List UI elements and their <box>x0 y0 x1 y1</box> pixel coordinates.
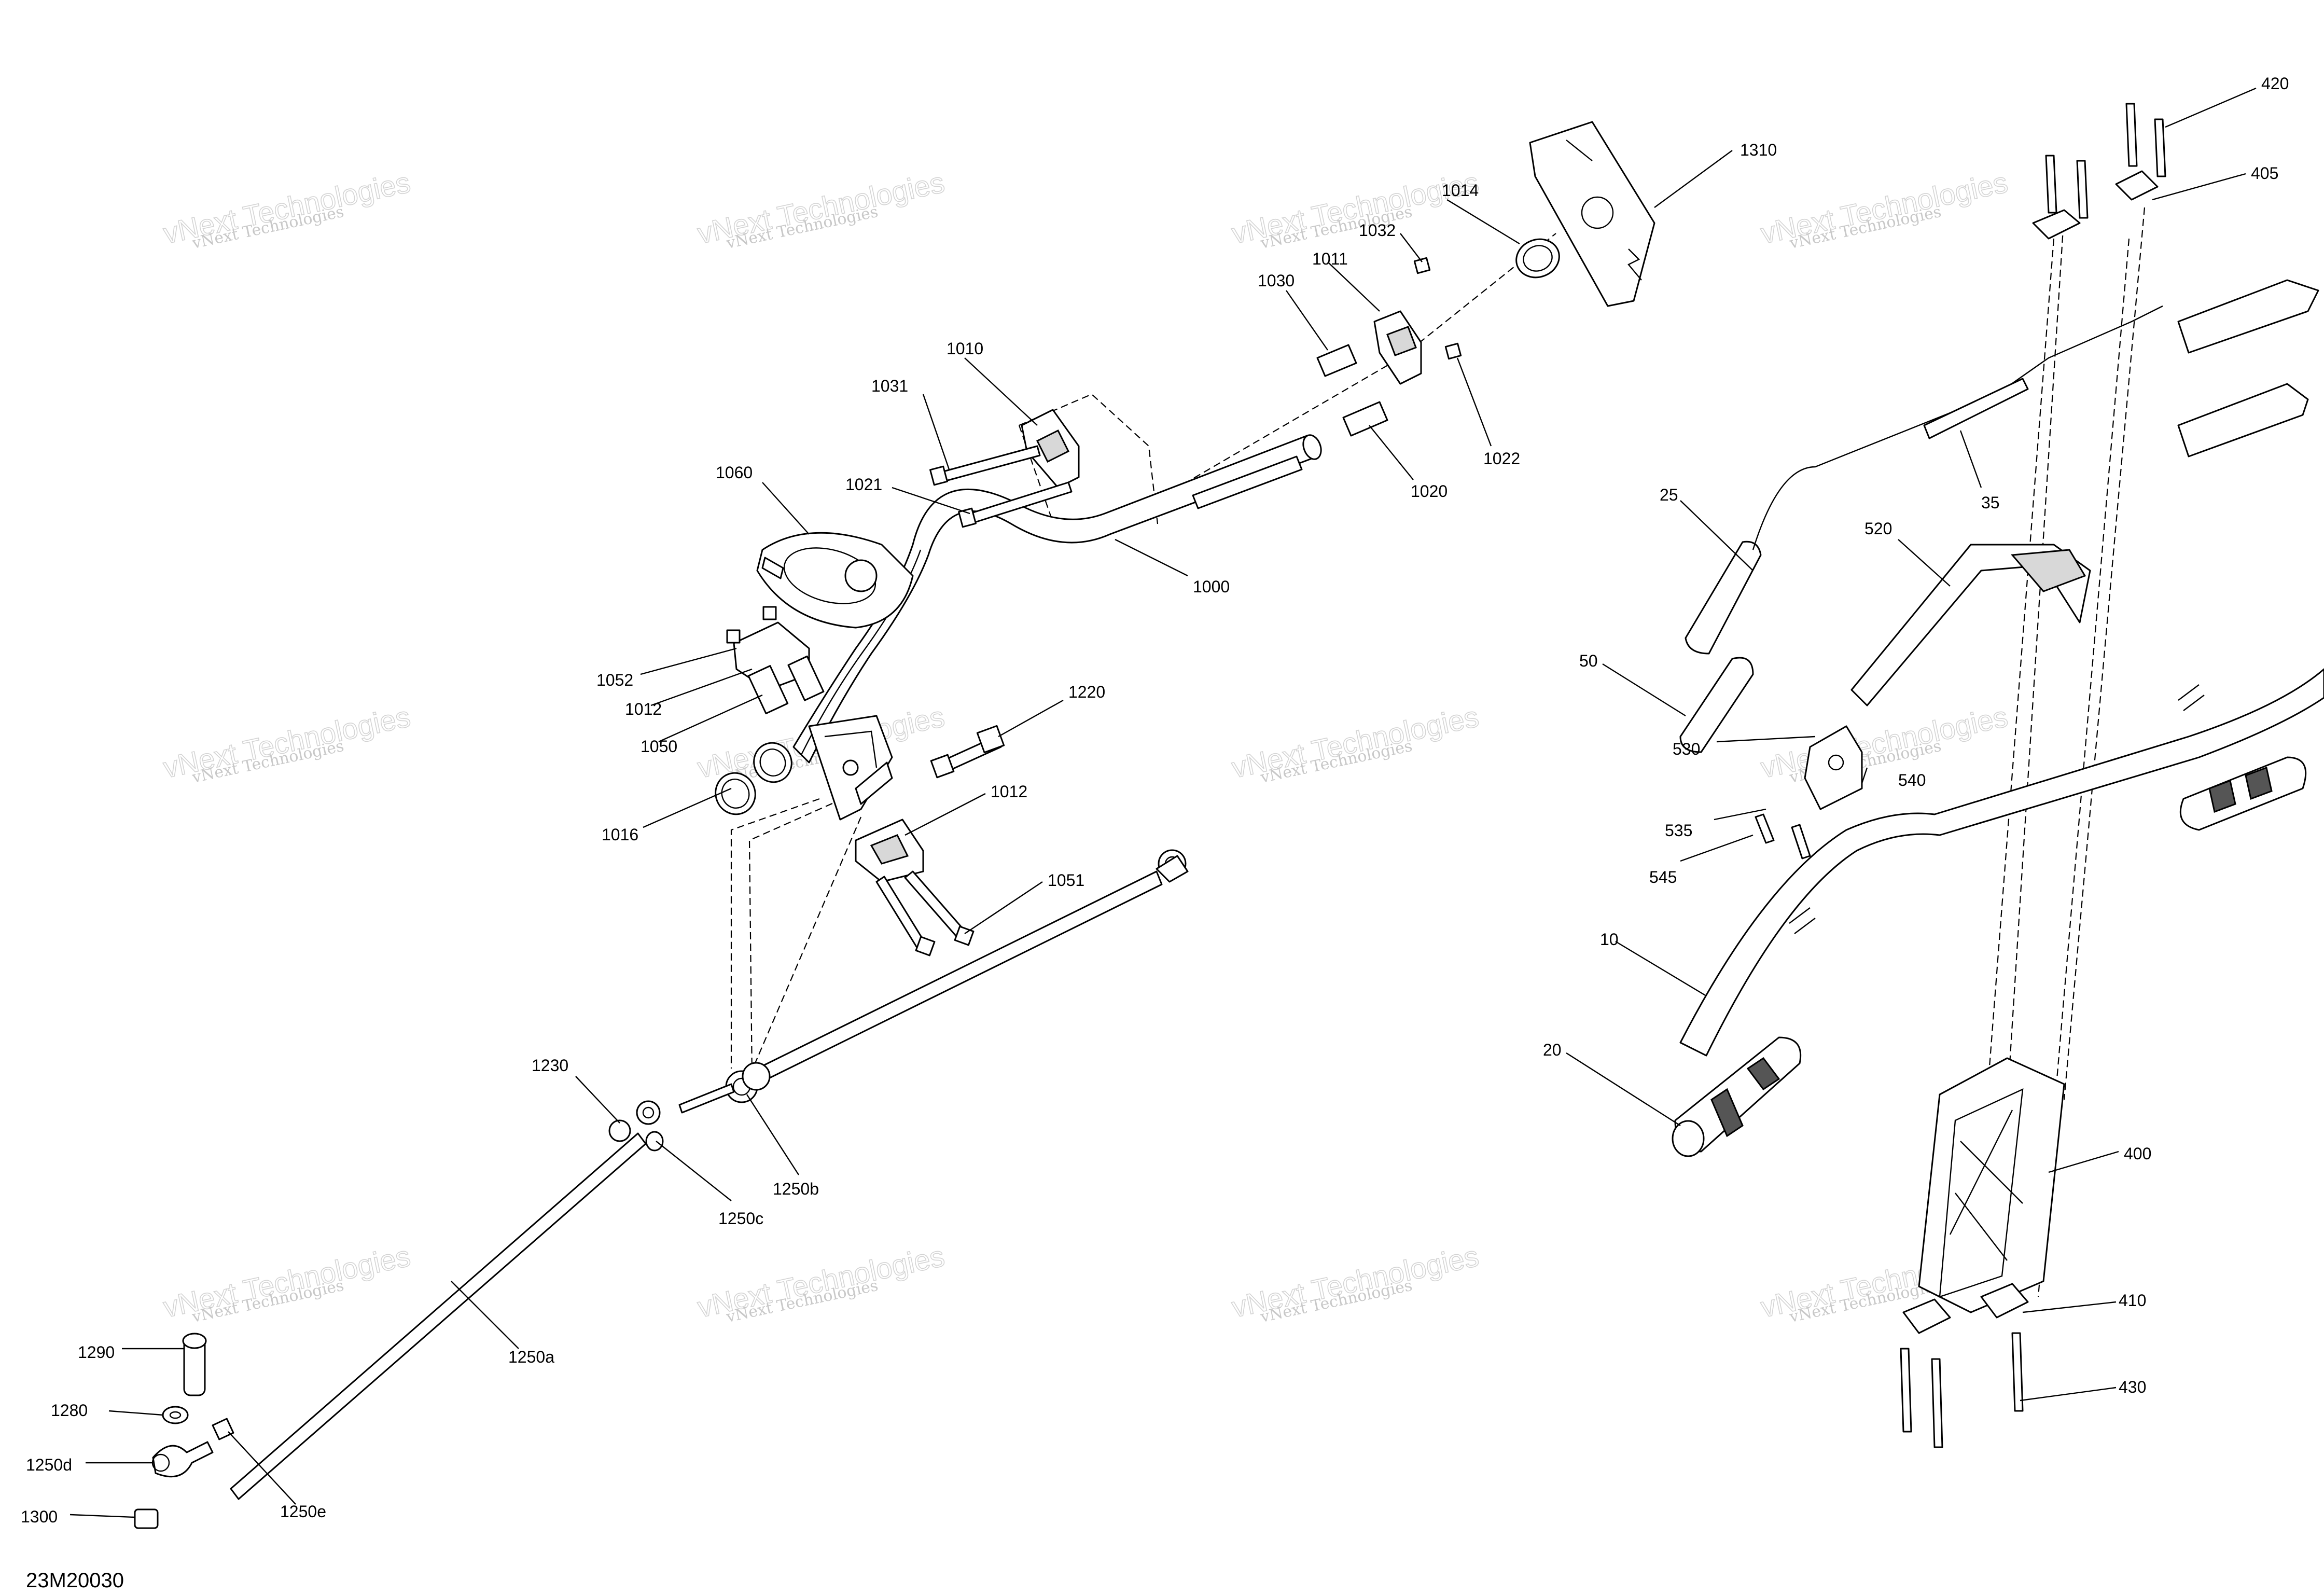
ring-1014 <box>1515 238 1560 279</box>
joint-1250b <box>725 1062 771 1103</box>
label-420: 420 <box>2261 74 2289 93</box>
clamp-1011 <box>1373 310 1422 385</box>
watermark: vNext Technologies vNext Technologies <box>160 1239 414 1327</box>
watermark: vNext Technologies vNext Technologies <box>160 165 414 253</box>
hand-warmers-top <box>2177 279 2319 458</box>
washer-1230 <box>608 1119 664 1152</box>
washer-1280 <box>162 1406 189 1424</box>
switch-530 <box>1804 725 1863 810</box>
washer-1250c <box>636 1083 735 1125</box>
label-1030: 1030 <box>1258 271 1295 290</box>
label-1060: 1060 <box>716 463 753 482</box>
bolt-1220 <box>930 725 1005 779</box>
label-1000: 1000 <box>1193 577 1230 596</box>
label-1300: 1300 <box>21 1507 58 1526</box>
label-1230: 1230 <box>532 1056 568 1075</box>
clamp-410 <box>1902 1283 2029 1334</box>
label-1032: 1032 <box>1359 221 1396 240</box>
label-25: 25 <box>1660 486 1678 504</box>
label-400: 400 <box>2124 1144 2151 1163</box>
steering-column-1250a <box>230 849 1189 1500</box>
clamp-1012-upper <box>726 606 825 715</box>
watermark: vNext Technologies vNext Technologies <box>160 700 414 787</box>
watermark: vNext Technologies vNext Technologies <box>694 1239 948 1327</box>
label-1290: 1290 <box>78 1343 115 1362</box>
label-540: 540 <box>1898 771 1926 789</box>
watermark: vNext Technologies vNext Technologies <box>1758 700 2011 787</box>
label-1051: 1051 <box>1048 871 1084 890</box>
bolts-430 <box>1900 1332 2024 1448</box>
watermark: vNext Technologies vNext Technologies <box>1229 165 1482 253</box>
handguard-520 <box>1850 544 2091 706</box>
label-1011: 1011 <box>1312 250 1348 268</box>
part-labels: 420 405 1310 1014 1032 1011 1030 1010 10… <box>21 74 2289 1526</box>
screws-535-545 <box>1755 813 1811 860</box>
label-10: 10 <box>1600 930 1619 949</box>
bushing-1020 <box>1342 401 1388 437</box>
watermark-grid: vNext Technologies vNext Technologies vN… <box>160 165 2011 1327</box>
label-35: 35 <box>1981 493 2000 512</box>
bolt-1021 <box>958 481 1073 528</box>
label-535: 535 <box>1665 821 1692 840</box>
label-1050: 1050 <box>641 737 677 756</box>
watermark: vNext Technologies vNext Technologies <box>1229 1239 1482 1327</box>
label-1310: 1310 <box>1740 141 1777 159</box>
bolts-420 <box>2045 103 2166 219</box>
label-1010: 1010 <box>947 339 983 358</box>
label-50: 50 <box>1579 652 1598 670</box>
label-1014: 1014 <box>1442 181 1479 200</box>
nut-1022 <box>1444 342 1462 360</box>
cable-35 <box>1923 378 2029 439</box>
clamp-405 <box>2032 170 2159 240</box>
bolts-1051 <box>875 870 975 957</box>
label-1020: 1020 <box>1411 482 1448 501</box>
grip-sleeve-50 <box>1679 657 1754 753</box>
label-1031: 1031 <box>871 377 908 395</box>
label-545: 545 <box>1649 868 1677 886</box>
guard-1060 <box>756 532 914 629</box>
label-520: 520 <box>1864 519 1892 538</box>
label-410: 410 <box>2119 1291 2146 1310</box>
watermark: vNext Technologies vNext Technologies <box>1758 165 2011 253</box>
bolt-1031 <box>929 445 1041 486</box>
ring-1016 <box>715 742 792 815</box>
label-1250b: 1250b <box>773 1180 819 1198</box>
label-1021: 1021 <box>845 475 882 494</box>
label-1220: 1220 <box>1068 683 1105 701</box>
watermark: vNext Technologies vNext Technologies <box>1229 700 1482 787</box>
label-405: 405 <box>2251 164 2278 183</box>
heater-grip-25 <box>1685 305 2163 655</box>
cover-plate-1310 <box>1529 121 1655 307</box>
bolt-1290 <box>182 1333 207 1396</box>
nut-1250e <box>212 1418 234 1440</box>
document-code: 23M20030 <box>26 1569 124 1592</box>
bushing-1030 <box>1316 344 1357 377</box>
label-1250d: 1250d <box>26 1456 72 1474</box>
label-1012b: 1012 <box>991 782 1027 801</box>
label-1280: 1280 <box>51 1401 88 1420</box>
label-1250a: 1250a <box>508 1348 554 1366</box>
label-1250c: 1250c <box>718 1209 763 1228</box>
label-1016: 1016 <box>602 825 638 844</box>
leader-lines <box>69 87 2257 1518</box>
grip-20 <box>1672 1036 1802 1157</box>
label-1022: 1022 <box>1483 449 1520 468</box>
nut-1032 <box>1413 257 1431 274</box>
column-bracket <box>808 715 893 821</box>
riser-400 <box>1918 1057 2065 1313</box>
label-20: 20 <box>1543 1041 1562 1059</box>
label-1012a: 1012 <box>625 700 662 718</box>
nut-1300 <box>134 1508 159 1529</box>
label-1250e: 1250e <box>280 1502 326 1521</box>
label-530: 530 <box>1673 740 1700 758</box>
label-430: 430 <box>2119 1378 2146 1396</box>
watermark: vNext Technologies vNext Technologies <box>694 165 948 253</box>
ball-joint-1250d <box>151 1441 214 1478</box>
label-1052: 1052 <box>596 671 633 689</box>
clamp-1010 <box>1021 409 1080 489</box>
grip-right <box>2179 756 2307 831</box>
